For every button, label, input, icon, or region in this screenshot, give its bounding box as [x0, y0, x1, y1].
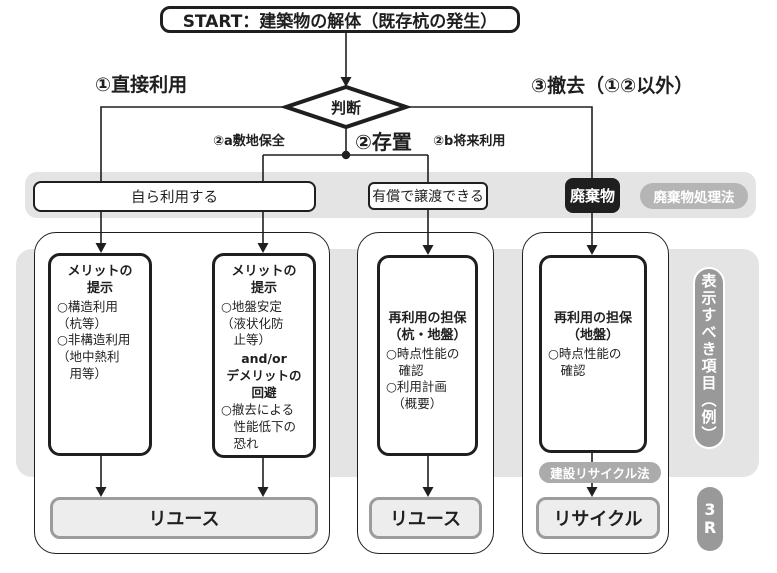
merit-box2-header: メリットの 提示	[231, 264, 297, 297]
start-label: START：建築物の解体（既存杭の発生）	[182, 12, 498, 32]
outcome-reuse-mid: リユース	[369, 497, 482, 539]
merit-box-direct-use: メリットの 提示 ○構造利用 （杭等） ○非構造利用 （地中熱利 用等）	[48, 253, 152, 456]
waste-node: 廃棄物	[565, 178, 620, 213]
branch-leave-in-place-label: ②存置	[355, 130, 412, 154]
reuse-guarantee-box-pile-ground: 再利用の担保 （杭・地盤） ○時点性能の 確認 ○利用計画 （概要）	[377, 255, 478, 456]
outcome-recycle: リサイクル	[536, 497, 660, 539]
paid-transfer-node: 有償で譲渡できる	[368, 182, 488, 210]
reuse-box3-header: 再利用の担保 （杭・地盤）	[388, 311, 467, 344]
self-use-node: 自ら利用する	[33, 181, 316, 212]
merit-box2-demerit-header: and/or デメリットの 回避	[226, 351, 302, 400]
three-r-badge: 3 R	[697, 487, 723, 551]
reuse-box4-header: 再利用の担保 （地盤）	[553, 311, 632, 344]
start-node: START：建築物の解体（既存杭の発生）	[160, 6, 520, 33]
decision-label: 判断	[330, 98, 361, 117]
waste-disposal-law-badge: 廃棄物処理法	[640, 183, 748, 209]
merit-box1-header: メリットの 提示	[67, 264, 133, 297]
merit-box1-body: ○構造利用 （杭等） ○非構造利用 （地中熱利 用等）	[57, 298, 131, 381]
outcome-reuse-left: リユース	[50, 497, 318, 539]
reuse-box4-body: ○時点性能の 確認	[548, 345, 622, 378]
reuse-box3-body: ○時点性能の 確認 ○利用計画 （概要）	[386, 345, 460, 412]
junction-dot	[341, 150, 351, 160]
display-items-badge: 表示すべき項目（例）	[693, 267, 725, 449]
merit-box2-body1: ○地盤安定 （液状化防 止等）	[221, 298, 284, 348]
construction-recycling-law-badge: 建設リサイクル法	[539, 462, 661, 483]
reuse-guarantee-box-ground: 再利用の担保 （地盤） ○時点性能の 確認	[539, 255, 647, 453]
merit-box2-body2: ○撤去による 性能低下の 恐れ	[221, 402, 297, 451]
merit-box-site-preservation: メリットの 提示 ○地盤安定 （液状化防 止等） and/or デメリットの 回…	[212, 253, 316, 458]
branch-site-preservation-label: ②a敷地保全	[213, 134, 285, 149]
branch-direct-use-label: ①直接利用	[95, 74, 188, 96]
branch-future-use-label: ②b将来利用	[433, 134, 506, 149]
branch-removal-label: ③撤去（①②以外）	[531, 75, 694, 97]
